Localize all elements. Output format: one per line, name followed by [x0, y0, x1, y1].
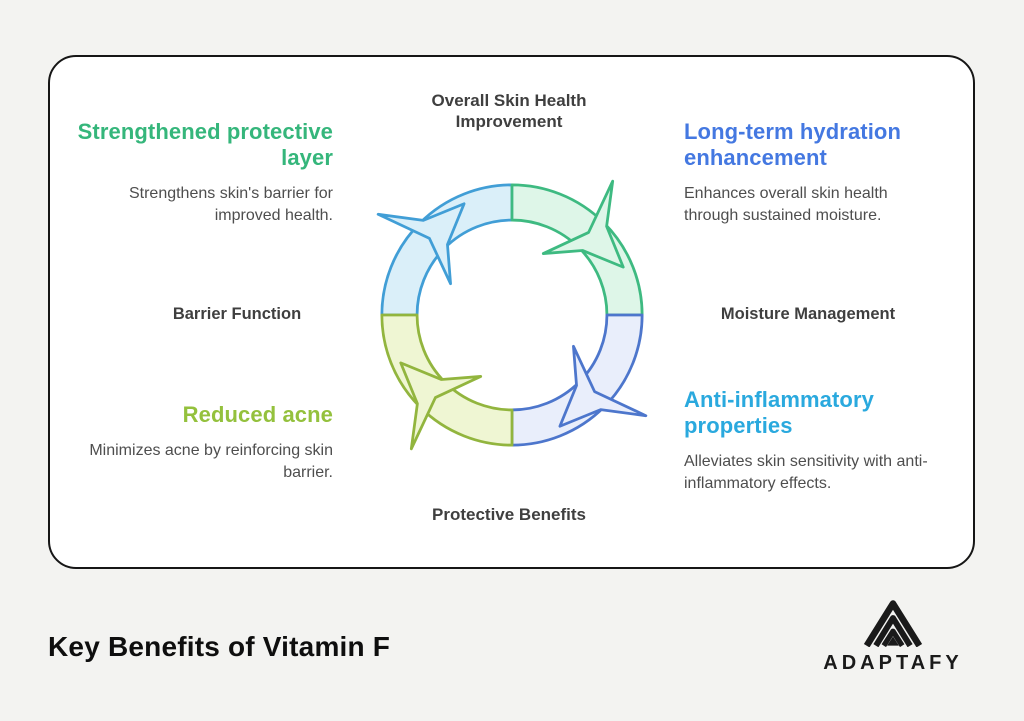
cycle-label-right: Moisture Management — [720, 305, 896, 323]
benefit-title: Reduced acne — [182, 402, 333, 427]
benefit-title: Strengthened protective layer — [77, 119, 333, 170]
cycle-arrowhead-bottom-right — [558, 344, 648, 428]
adaptafy-mountain-icon — [863, 600, 923, 647]
benefit-title: Long-term hydration enhancement — [684, 119, 902, 170]
benefit-description: Enhances overall skin health through sus… — [684, 184, 888, 225]
benefit-strengthened-protective-layer: Strengthened protective layer Strengthen… — [73, 119, 333, 228]
cycle-arrowhead-top-left — [376, 202, 466, 286]
cycle-label-bottom: Protective Benefits — [432, 505, 586, 524]
brand-name: ADAPTAFY — [823, 652, 963, 674]
brand-logo: ADAPTAFY — [810, 597, 976, 675]
cycle-arrowhead-bottom-left — [399, 361, 483, 451]
infographic-card: Overall Skin Health Improvement Barrier … — [48, 55, 975, 569]
cycle-segment-bottom-left — [380, 313, 514, 447]
cycle-label-left: Barrier Function — [172, 305, 302, 323]
benefit-anti-inflammatory: Anti-inflammatory properties Alleviates … — [684, 387, 944, 496]
benefit-title: Anti-inflammatory properties — [684, 387, 874, 438]
cycle-label-top: Overall Skin Health Improvement — [431, 91, 587, 132]
benefit-description: Minimizes acne by reinforcing skin barri… — [89, 441, 333, 482]
benefit-long-term-hydration: Long-term hydration enhancement Enhances… — [684, 119, 944, 228]
cycle-arrowhead-top-right — [541, 179, 625, 269]
benefit-description: Alleviates skin sensitivity with anti-in… — [684, 452, 928, 493]
benefit-description: Strengthens skin's barrier for improved … — [128, 184, 333, 225]
benefit-reduced-acne: Reduced acne Minimizes acne by reinforci… — [73, 402, 333, 485]
cycle-arrows-diagram — [376, 179, 648, 451]
page-title: Key Benefits of Vitamin F — [48, 631, 391, 662]
